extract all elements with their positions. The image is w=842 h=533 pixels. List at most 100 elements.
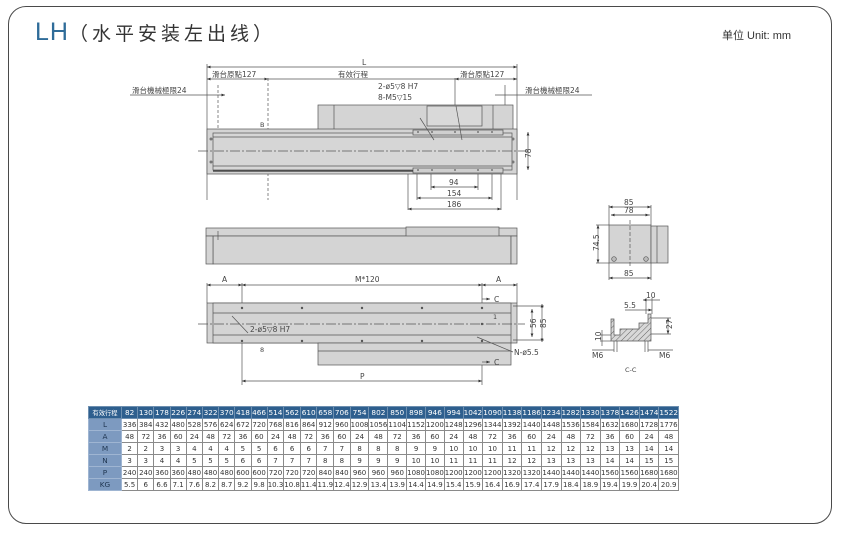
table-cell: 7: [299, 454, 318, 467]
table-cell: 1560: [619, 466, 640, 479]
stroke-value: 946: [424, 406, 445, 419]
table-cell: 8.2: [201, 478, 220, 491]
table-cell: 7: [316, 442, 335, 455]
table-cell: 60: [333, 430, 351, 443]
table-cell: 11: [501, 442, 523, 455]
table-cell: 7.6: [185, 478, 203, 491]
table-cell: 24: [443, 430, 464, 443]
stroke-value: 514: [266, 406, 285, 419]
table-cell: 1320: [521, 466, 542, 479]
table-cell: 1200: [482, 466, 503, 479]
section-label: C-C: [625, 366, 637, 374]
table-cell: 5: [185, 454, 203, 467]
table-cell: 11: [443, 454, 464, 467]
table-cell: 13: [560, 454, 582, 467]
table-cell: 1200: [443, 466, 464, 479]
dim-mech-limit-right: 滑台機械極限24: [525, 85, 580, 95]
table-cell: 12.4: [333, 478, 351, 491]
stroke-value: 802: [368, 406, 389, 419]
table-cell: 12: [560, 442, 582, 455]
table-cell: 360: [169, 466, 187, 479]
table-cell: 720: [266, 466, 285, 479]
table-cell: 10: [406, 454, 426, 467]
side-view: [205, 226, 518, 265]
table-cell: 3: [169, 442, 187, 455]
dim-mech-limit-left: 滑台機械極限24: [132, 85, 187, 95]
table-cell: 720: [250, 418, 268, 431]
table-cell: 840: [333, 466, 351, 479]
table-cell: 1440: [580, 466, 601, 479]
stroke-value: 418: [234, 406, 252, 419]
end-dim-85-bottom: 85: [624, 269, 634, 278]
table-cell: 5: [201, 454, 220, 467]
table-cell: 5.5: [120, 478, 139, 491]
stroke-value: 130: [137, 406, 155, 419]
table-cell: 15.9: [462, 478, 484, 491]
table-cell: 1152: [406, 418, 426, 431]
end-dim-74-5: 74.5: [592, 234, 601, 251]
table-cell: 768: [266, 418, 285, 431]
table-cell: 15: [638, 454, 660, 467]
table-cell: 18.4: [560, 478, 582, 491]
table-cell: 48: [201, 430, 220, 443]
table-cell: 60: [424, 430, 445, 443]
table-cell: 1248: [443, 418, 464, 431]
pin-holes-callout: 2-ø5▽8 H7: [378, 82, 418, 91]
table-cell: 336: [120, 418, 139, 431]
table-cell: 1200: [462, 466, 484, 479]
table-cell: 912: [316, 418, 335, 431]
table-cell: 1560: [599, 466, 621, 479]
table-cell: 7: [333, 442, 351, 455]
table-cell: 8: [316, 454, 335, 467]
bottom-dim-85: 85: [539, 318, 548, 328]
table-cell: 36: [234, 430, 252, 443]
end-dim-85-top: 85: [624, 198, 634, 207]
table-cell: 60: [250, 430, 268, 443]
section-c-bottom: C: [494, 358, 499, 367]
page-frame: [8, 6, 832, 524]
bottom-dim-8: 8: [260, 346, 264, 354]
table-cell: 60: [619, 430, 640, 443]
table-cell: 48: [462, 430, 484, 443]
table-cell: 600: [234, 466, 252, 479]
stroke-value: 1330: [580, 406, 601, 419]
table-cell: 10.8: [283, 478, 301, 491]
section-c-top: C: [494, 295, 499, 304]
stroke-value: 1090: [482, 406, 503, 419]
dim-78: 78: [524, 148, 533, 158]
table-cell: 1104: [387, 418, 408, 431]
table-cell: 816: [283, 418, 301, 431]
end-dim-78: 78: [624, 206, 634, 215]
section-mark-b: B: [260, 121, 264, 129]
table-cell: 432: [153, 418, 171, 431]
table-cell: 1680: [619, 418, 640, 431]
stroke-value: 754: [349, 406, 370, 419]
table-cell: 6: [234, 454, 252, 467]
table-cell: 24: [638, 430, 660, 443]
stroke-value: 1474: [638, 406, 660, 419]
stroke-value: 1138: [501, 406, 523, 419]
stroke-value: 1186: [521, 406, 542, 419]
bottom-pin-holes-callout: 2-ø5▽8 H7: [250, 325, 290, 334]
table-cell: 1080: [424, 466, 445, 479]
table-cell: 1008: [349, 418, 370, 431]
table-cell: 1448: [540, 418, 562, 431]
table-cell: 8: [387, 442, 408, 455]
table-cell: 1776: [658, 418, 679, 431]
section-m6-left: M6: [592, 351, 603, 360]
table-cell: 9: [406, 442, 426, 455]
table-cell: 1440: [540, 466, 562, 479]
section-dim-5-5: 5.5: [624, 301, 636, 310]
table-cell: 4: [169, 454, 187, 467]
table-cell: 480: [185, 466, 203, 479]
table-cell: 240: [120, 466, 139, 479]
table-cell: 9: [368, 454, 389, 467]
table-cell: 72: [580, 430, 601, 443]
dim-94: 94: [449, 178, 459, 187]
row-label: N: [88, 454, 122, 467]
table-cell: 15.4: [443, 478, 464, 491]
table-cell: 13: [540, 454, 562, 467]
